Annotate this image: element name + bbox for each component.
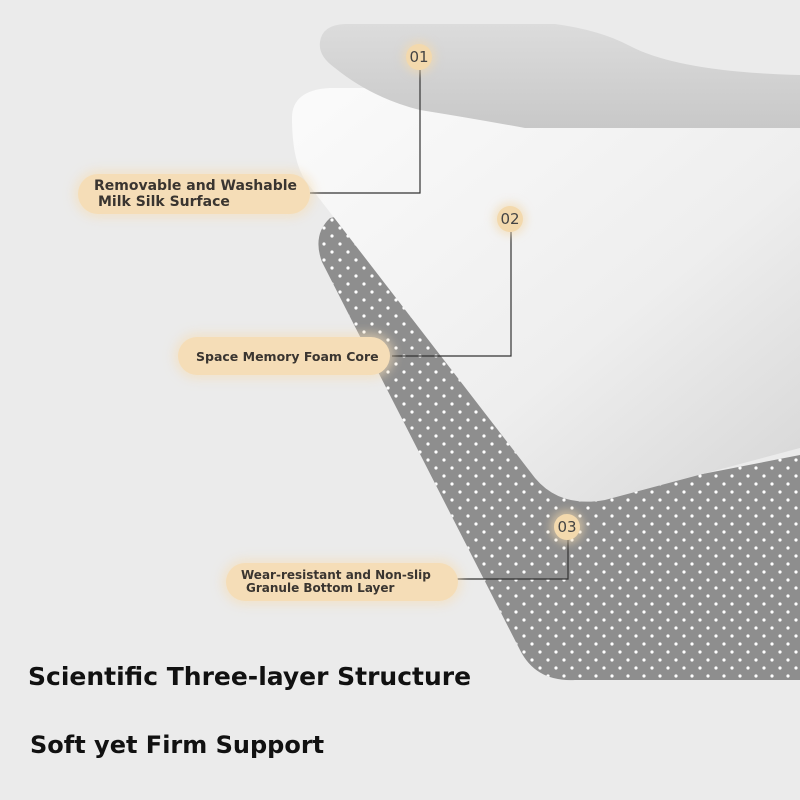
layer-label-01-line1: Removable and Washable	[94, 178, 298, 194]
layer-number-01: 01	[406, 44, 432, 70]
layer-number-03: 03	[554, 514, 580, 540]
leader-line-03	[455, 540, 569, 580]
layer-label-02-line1: Space Memory Foam Core	[196, 348, 379, 364]
memory-foam-core	[292, 88, 800, 502]
leader-line-02	[392, 232, 512, 357]
layer-label-01-line2: Milk Silk Surface	[98, 194, 230, 210]
layer-label-03-line2: Granule Bottom Layer	[246, 581, 395, 595]
layer-label-03: Wear-resistant and Non-slip Granule Bott…	[226, 563, 458, 601]
headline: Scientific Three-layer Structure	[28, 662, 472, 691]
leader-line-01	[310, 70, 421, 194]
milk-silk-surface	[319, 24, 800, 128]
layer-label-02: Space Memory Foam Core	[178, 337, 390, 375]
layer-number-02: 02	[497, 206, 523, 232]
layer-label-03-line1: Wear-resistant and Non-slip	[241, 568, 431, 582]
subheadline: Soft yet Firm Support	[30, 731, 325, 759]
layer-label-01: Removable and Washable Milk Silk Surface	[78, 174, 310, 214]
